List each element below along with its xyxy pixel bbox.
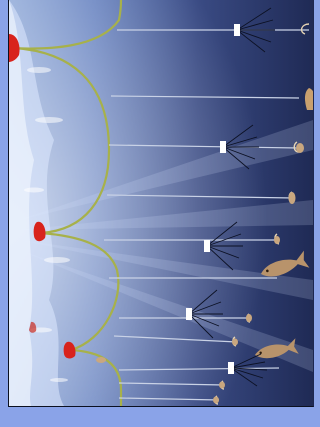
bait [213,397,219,404]
bait [96,357,106,363]
bait [296,143,304,153]
longline-diagram [9,0,313,406]
bait [219,382,225,389]
bait [274,236,280,244]
bait [246,314,252,322]
diagram-frame [8,0,314,407]
bait [289,192,296,204]
bait [232,339,238,346]
